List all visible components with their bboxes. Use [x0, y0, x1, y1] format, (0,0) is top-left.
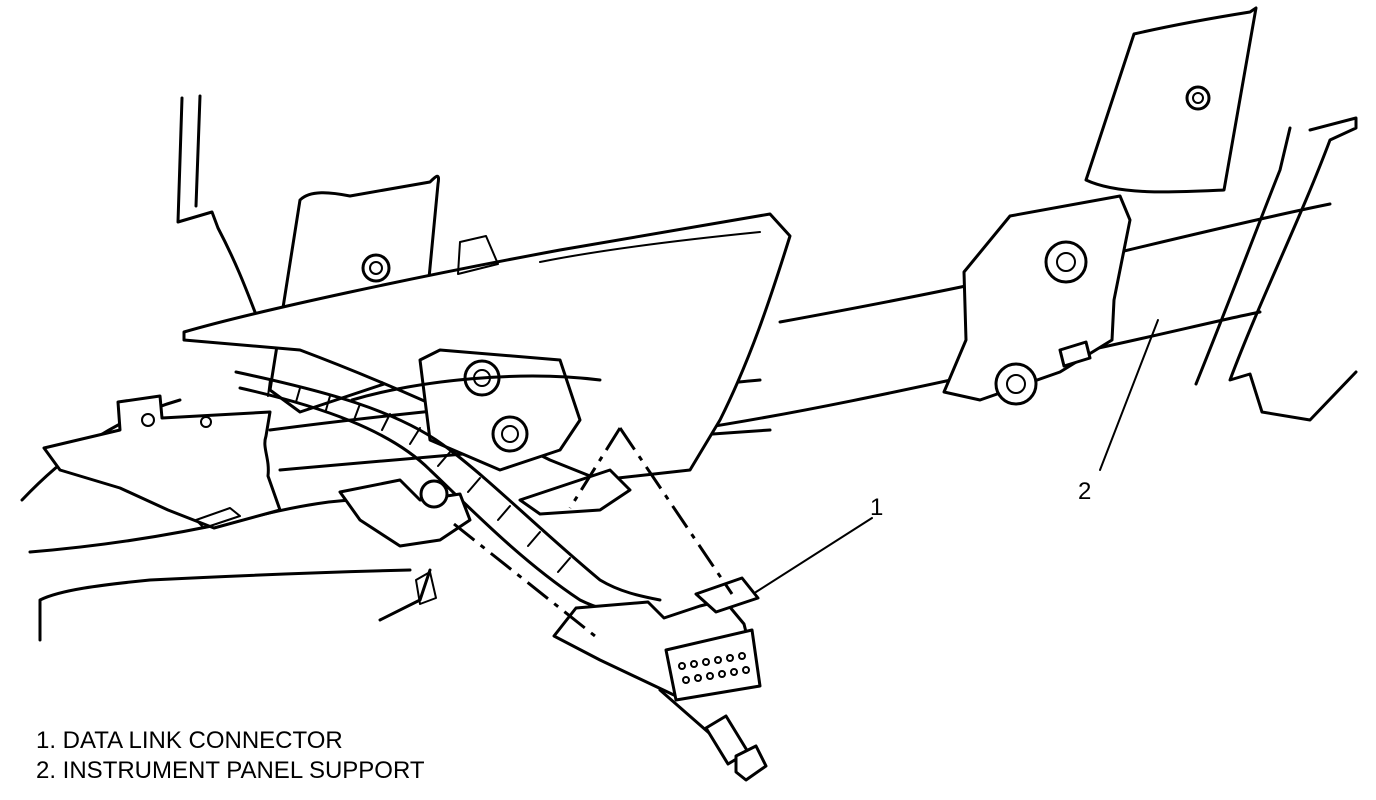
callout-number-1: 1 [870, 494, 884, 521]
connector-pins [678, 652, 750, 684]
support-tube-clamp [942, 194, 1132, 406]
legend-item-data-link-connector: 1. DATA LINK CONNECTOR [36, 727, 343, 754]
right-panel-edge [1194, 116, 1358, 422]
data-link-connector [552, 576, 762, 702]
legend-item-instrument-panel-support: 2. INSTRUMENT PANEL SUPPORT [36, 757, 425, 784]
callout-number-2: 2 [1078, 478, 1092, 505]
left-mounting-bracket [42, 394, 282, 530]
right-vertical-bracket [1084, 6, 1258, 194]
lower-clip-bracket [338, 468, 632, 605]
callout-leaders [755, 319, 1159, 593]
knee-bolster-bracket [182, 212, 792, 482]
parts-legend: 1. DATA LINK CONNECTOR 2. INSTRUMENT PAN… [36, 726, 425, 786]
mounting-screw [658, 688, 768, 782]
assembly-guide-lines [453, 427, 734, 642]
